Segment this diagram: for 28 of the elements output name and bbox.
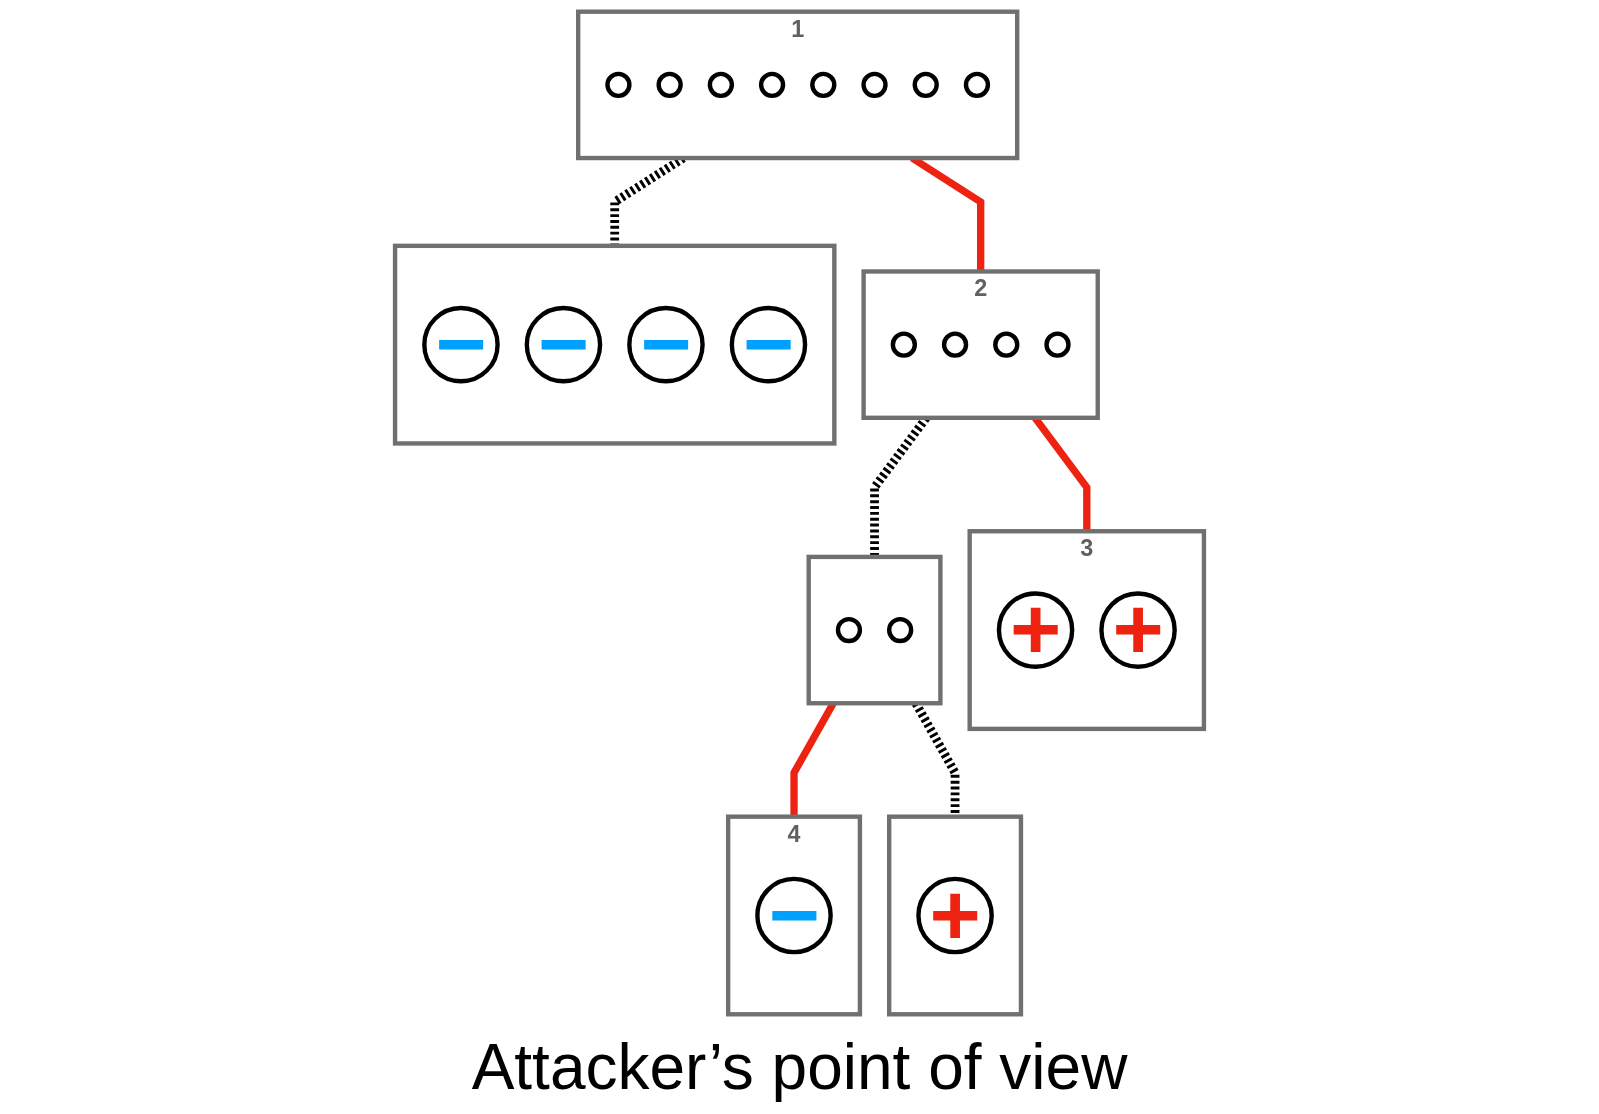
node-circle: − bbox=[627, 305, 705, 384]
node-circle bbox=[707, 71, 735, 99]
node-circle bbox=[810, 71, 837, 99]
cluster: 2 bbox=[861, 269, 1100, 420]
node-circle: + bbox=[1099, 591, 1177, 669]
node-circle bbox=[963, 71, 991, 99]
node-circle bbox=[993, 331, 1020, 358]
cluster: 1 bbox=[576, 9, 1020, 161]
cluster bbox=[392, 243, 837, 446]
node-circle: − bbox=[422, 305, 500, 384]
node-circle: + bbox=[996, 591, 1075, 669]
node-circle bbox=[835, 616, 863, 644]
node-circle: − bbox=[729, 305, 808, 384]
node-circle bbox=[758, 71, 786, 99]
node-circle bbox=[1044, 331, 1071, 358]
node-circle: + bbox=[916, 876, 994, 955]
node-circle bbox=[941, 331, 969, 358]
node-circle bbox=[656, 71, 683, 99]
caption: Attacker’s point of view bbox=[471, 1030, 1128, 1104]
node-circle: − bbox=[524, 305, 603, 384]
node-circle bbox=[887, 616, 914, 644]
cluster bbox=[887, 814, 1024, 1017]
cluster bbox=[806, 554, 943, 706]
node-circle bbox=[912, 71, 939, 99]
node-circle bbox=[890, 331, 917, 358]
node-circle: − bbox=[755, 876, 833, 955]
node-circle bbox=[861, 71, 888, 99]
node-circle bbox=[605, 71, 632, 99]
